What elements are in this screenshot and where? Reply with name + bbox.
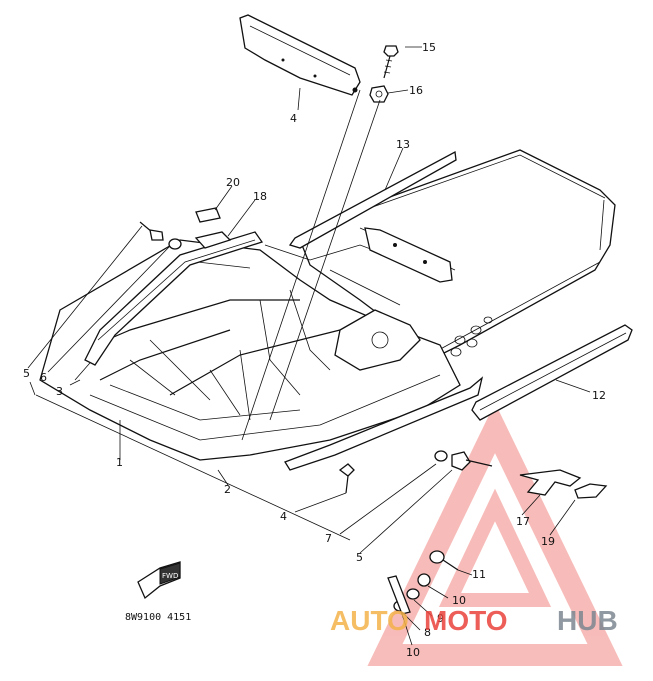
label-15: 15 — [422, 41, 436, 54]
fwd-label: FWD — [162, 572, 178, 580]
label-13: 13 — [396, 138, 410, 151]
clip-4 — [338, 463, 355, 494]
label-19: 19 — [541, 535, 555, 548]
washer-5-right — [434, 450, 448, 462]
label-1: 1 — [116, 456, 123, 469]
label-12: 12 — [592, 389, 606, 402]
label-5-left: 5 — [23, 367, 30, 380]
label-18: 18 — [253, 190, 267, 203]
watermark-moto: MOTO — [424, 605, 507, 636]
watermark-hub: HUB — [557, 605, 618, 636]
drawing-code: 8W9100 4151 — [125, 612, 191, 623]
strip-12 — [471, 324, 633, 421]
plate-10-lower — [387, 575, 411, 615]
label-6: 6 — [40, 371, 47, 384]
part-number-labels: 1 2 3 4 4 5 5 6 7 8 9 10 10 11 12 13 15 … — [23, 41, 606, 659]
label-3: 3 — [56, 385, 63, 398]
strip-13 — [288, 150, 457, 249]
washer-10-upper — [417, 573, 431, 587]
part-19 — [574, 483, 608, 499]
label-4b-14: 4 — [290, 112, 297, 125]
washer-6-left — [168, 238, 182, 250]
bolt-15 — [383, 45, 399, 79]
label-5-right: 5 — [356, 551, 363, 564]
label-8: 8 — [424, 626, 431, 639]
bolt-11 — [429, 550, 459, 571]
watermark-triangle — [367, 402, 623, 666]
part-17 — [519, 469, 582, 496]
side-molding-2 — [284, 376, 484, 471]
label-9: 9 — [437, 612, 444, 625]
label-7: 7 — [325, 532, 332, 545]
bolt-7-right — [451, 451, 493, 471]
leader-lines — [27, 46, 591, 646]
label-2: 2 — [224, 483, 231, 496]
part-20 — [195, 207, 221, 223]
label-16: 16 — [409, 84, 423, 97]
label-10-upper: 10 — [452, 594, 466, 607]
part-18 — [194, 231, 232, 249]
watermark-auto: AUTO — [330, 605, 409, 636]
label-4a: 4 — [280, 510, 287, 523]
collar-9 — [406, 588, 420, 600]
screw-5-left — [139, 221, 164, 241]
nut-16 — [369, 85, 389, 103]
label-10-lower: 10 — [406, 646, 420, 659]
left-side-rail — [84, 231, 264, 366]
part-14-bracket — [239, 14, 361, 96]
label-11: 11 — [472, 568, 486, 581]
label-20: 20 — [226, 176, 240, 189]
watermark-logo: AUTO MOTO HUB — [330, 605, 618, 636]
label-17: 17 — [516, 515, 530, 528]
fwd-arrow-icon: FWD — [137, 561, 181, 600]
